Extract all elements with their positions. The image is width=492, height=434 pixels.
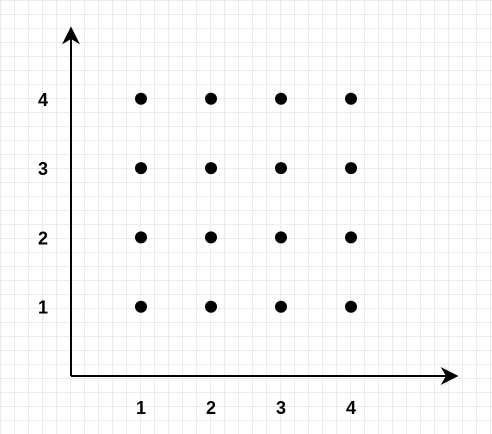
- data-point-4-2: [345, 231, 357, 244]
- y-tick-label-2: 2: [38, 228, 48, 248]
- y-tick-label-3: 3: [38, 159, 48, 179]
- data-point-3-3: [275, 162, 287, 175]
- data-point-1-2: [135, 231, 147, 244]
- y-tick-labels: 1 2 3 4: [38, 90, 48, 318]
- data-point-3-4: [275, 92, 287, 105]
- x-tick-label-4: 4: [346, 398, 356, 418]
- x-tick-label-1: 1: [136, 398, 146, 418]
- data-point-1-1: [135, 300, 147, 313]
- data-point-2-1: [205, 300, 217, 313]
- data-point-3-2: [275, 231, 287, 244]
- data-point-4-1: [345, 300, 357, 313]
- y-tick-label-1: 1: [38, 298, 48, 318]
- data-point-1-4: [135, 92, 147, 105]
- data-point-2-2: [205, 231, 217, 244]
- data-point-2-3: [205, 162, 217, 175]
- data-point-2-4: [205, 92, 217, 105]
- data-point-4-4: [345, 92, 357, 105]
- data-point-3-1: [275, 300, 287, 313]
- data-point-4-3: [345, 162, 357, 175]
- data-points: [135, 92, 357, 313]
- x-tick-label-3: 3: [276, 398, 286, 418]
- x-tick-labels: 1 2 3 4: [136, 398, 356, 418]
- y-tick-label-4: 4: [38, 90, 48, 110]
- x-tick-label-2: 2: [206, 398, 216, 418]
- data-point-1-3: [135, 162, 147, 175]
